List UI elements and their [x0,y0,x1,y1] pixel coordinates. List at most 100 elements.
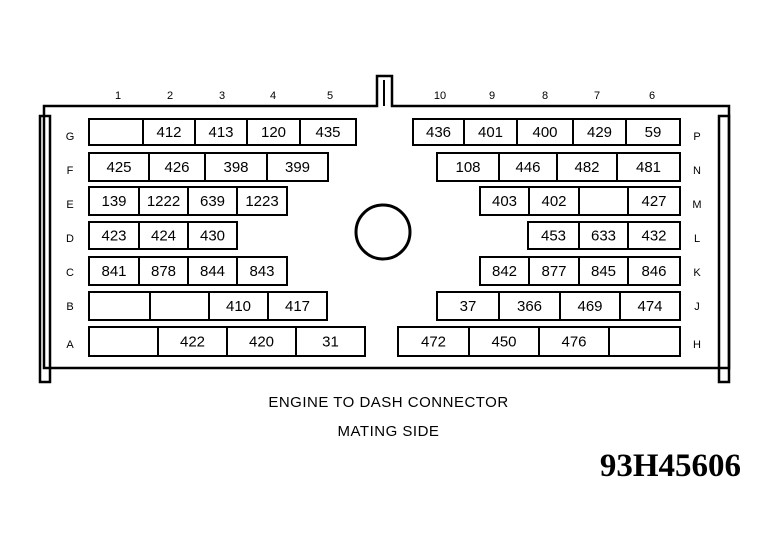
circuit-number: 841 [101,263,126,280]
circuit-number: 139 [101,193,126,210]
row-label: G [66,131,75,143]
circuit-number: 474 [637,298,662,315]
circuit-number: 472 [421,334,446,351]
cavity-cell [619,291,681,321]
circuit-number: 417 [285,298,310,315]
circuit-number: 453 [541,228,566,245]
right-latch [717,114,731,384]
row-label: D [66,233,74,245]
cavity-cell [88,118,144,146]
column-label: 7 [594,90,600,102]
guide-hole [354,203,412,261]
circuit-number: 430 [200,228,225,245]
circuit-number: 401 [478,124,503,141]
circuit-number: 59 [645,124,662,141]
column-labels: 1 2 3 4 5 10 9 8 7 6 [115,90,655,102]
column-label: 3 [219,90,225,102]
circuit-number: 469 [577,298,602,315]
circuit-number: 423 [101,228,126,245]
circuit-number: 400 [532,124,557,141]
circuit-number: 398 [223,159,248,176]
circuit-number: 410 [226,298,251,315]
row-label: C [66,267,74,279]
circuit-number: 399 [285,159,310,176]
circuit-number: 422 [180,334,205,351]
circuit-number: 120 [261,124,286,141]
column-label: 6 [649,90,655,102]
circuit-number: 427 [641,193,666,210]
column-label: 8 [542,90,548,102]
cavity-cell [616,152,681,182]
circuit-number: 842 [492,263,517,280]
circuit-number: 366 [517,298,542,315]
column-label: 4 [270,90,276,102]
row-label: E [66,199,73,211]
circuit-number: 633 [591,228,616,245]
row-label: J [694,301,700,313]
row-labels: G F E D C B A P N M L K J H [66,131,702,351]
column-label: 9 [489,90,495,102]
cavity-cell [88,291,151,321]
circuit-number: 436 [426,124,451,141]
row-label: B [66,301,73,313]
circuit-number: 403 [492,193,517,210]
circuit-number: 402 [541,193,566,210]
circuit-number: 846 [641,263,666,280]
caption-subtitle: MATING SIDE [337,423,440,440]
circuit-number: 413 [208,124,233,141]
cavity-cell [627,221,681,250]
circuit-number: 424 [151,228,176,245]
column-label: 5 [327,90,333,102]
cavity-cell [236,186,288,216]
circuit-number: 420 [249,334,274,351]
circuit-number: 450 [491,334,516,351]
circuit-number: 1223 [245,193,278,210]
column-label: 1 [115,90,121,102]
circuit-number: 476 [561,334,586,351]
cavity-cell [149,291,210,321]
cavity-cell [266,152,329,182]
left-latch [38,114,52,384]
cavity-grid: 412 413 120 435 436 401 400 429 59 425 426 398 399 10… [88,118,681,357]
cavity-cell [236,256,288,286]
circuit-number: 37 [460,298,477,315]
row-label: L [694,233,700,245]
cavity-cell [88,326,159,357]
circuit-number: 432 [641,228,666,245]
circuit-number: 425 [106,159,131,176]
circuit-number: 843 [249,263,274,280]
column-label: 2 [167,90,173,102]
row-label: F [67,165,74,177]
circuit-number: 1222 [147,193,180,210]
circuit-number: 31 [322,334,339,351]
cavity-cell [187,221,238,250]
row-label: N [693,165,701,177]
circuit-number: 446 [515,159,540,176]
figure-id: 93H45606 [599,448,741,484]
circuit-number: 429 [587,124,612,141]
circuit-number: 435 [315,124,340,141]
cavity-cell [625,118,681,146]
cavity-cell [295,326,366,357]
cavity-cell [578,186,629,216]
circuit-number: 108 [455,159,480,176]
cavity-cell [627,186,681,216]
circuit-number: 844 [200,263,225,280]
circuit-number: 426 [164,159,189,176]
circuit-number: 482 [574,159,599,176]
cavity-cell [299,118,357,146]
cavity-cell [627,256,681,286]
circuit-number: 877 [541,263,566,280]
row-label: K [693,267,701,279]
row-label: H [693,339,701,351]
connector-body [42,74,731,370]
row-label: P [693,131,700,143]
circuit-number: 845 [591,263,616,280]
row-label: M [692,199,701,211]
circuit-number: 878 [151,263,176,280]
circuit-number: 412 [156,124,181,141]
circuit-number: 639 [200,193,225,210]
cavity-cell [267,291,328,321]
cavity-cell [608,326,681,357]
